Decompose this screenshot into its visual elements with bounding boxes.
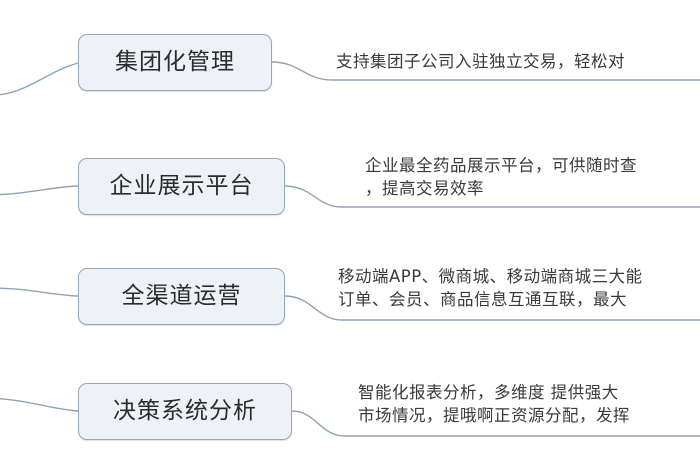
connector-left-1	[0, 62, 79, 96]
node-box-1[interactable]: 集团化管理	[78, 34, 272, 91]
description-line: 订单、会员、商品信息互通互联，最大	[338, 290, 627, 309]
node-label-2: 企业展示平台	[109, 173, 254, 199]
node-box-4[interactable]: 决策系统分析	[78, 383, 292, 440]
connector-left-3	[0, 287, 79, 297]
description-line: 市场情况，提哦啊正资源分配，发挥	[358, 406, 630, 425]
description-line: ，提高交易效率	[365, 179, 484, 198]
branch-description-4: 智能化报表分析，多维度 提供强大 市场情况，提哦啊正资源分配，发挥	[358, 381, 630, 427]
description-line: 移动端APP、微商城、移动端商城三大能	[338, 267, 643, 286]
node-label-3: 全渠道运营	[121, 283, 242, 309]
node-label-4: 决策系统分析	[113, 398, 257, 424]
node-box-2[interactable]: 企业展示平台	[78, 158, 285, 215]
branch-description-1: 支持集团子公司入驻独立交易，轻松对	[336, 50, 625, 73]
description-line: 智能化报表分析，多维度 提供强大	[358, 383, 619, 402]
connector-left-2	[0, 185, 79, 196]
description-line: 支持集团子公司入驻独立交易，轻松对	[336, 52, 625, 71]
node-box-3[interactable]: 全渠道运营	[78, 268, 285, 325]
description-line: 企业最全药品展示平台，可供随时查	[365, 156, 637, 175]
branch-description-2: 企业最全药品展示平台，可供随时查 ，提高交易效率	[365, 154, 637, 200]
connector-left-4	[0, 397, 79, 412]
branch-description-3: 移动端APP、微商城、移动端商城三大能 订单、会员、商品信息互通互联，最大	[338, 265, 643, 311]
node-label-1: 集团化管理	[115, 49, 235, 75]
